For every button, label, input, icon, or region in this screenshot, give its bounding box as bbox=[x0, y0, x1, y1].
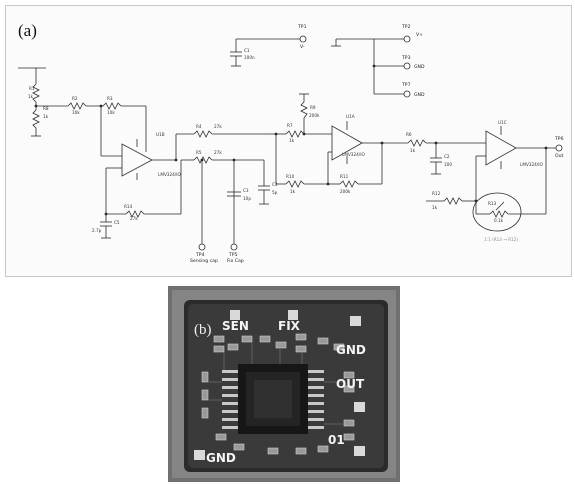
tp4-point bbox=[198, 243, 206, 251]
r1-value: 1k bbox=[28, 94, 34, 99]
r9-value: 200k bbox=[309, 113, 320, 118]
tp2-id: TP2 bbox=[401, 24, 411, 30]
pcb-photo-panel: (b) SEN FIX GND OUT GND 01 bbox=[168, 286, 400, 482]
panel-b-label: (b) bbox=[194, 322, 212, 338]
tp1-name: V- bbox=[300, 44, 305, 50]
tp4-name: Sensing cap bbox=[190, 258, 218, 264]
r9-ref: R9 bbox=[310, 105, 316, 110]
r8-ref: R8 bbox=[43, 106, 49, 111]
r6-value: 1k bbox=[410, 148, 416, 153]
r12-ref: R12 bbox=[432, 191, 441, 196]
r13-value: 0.1k bbox=[494, 218, 504, 223]
r11-value: 200k bbox=[340, 189, 351, 194]
board-number-label: 01 bbox=[328, 433, 345, 447]
ic-chip bbox=[222, 364, 324, 434]
tp7-id: TP7 bbox=[401, 82, 411, 88]
c1-ref: C1 bbox=[244, 48, 250, 53]
r7-ref: R7 bbox=[287, 123, 293, 128]
r13-ref: R13 bbox=[488, 201, 497, 206]
c3-value: 10p bbox=[243, 196, 251, 201]
c1-value: 100n bbox=[244, 55, 255, 60]
tp5-id: TP5 bbox=[228, 252, 238, 258]
u1a-ref: U1A bbox=[346, 114, 355, 119]
tp6-name: Out bbox=[555, 153, 564, 159]
tp7-name: GND bbox=[414, 92, 425, 98]
panel-a-label: (a) bbox=[18, 21, 37, 40]
pad-out-label: OUT bbox=[336, 377, 365, 391]
c5-value: 2.7p bbox=[92, 228, 102, 233]
tp3-name: GND bbox=[414, 64, 425, 70]
u1a-part: LMV324/IO bbox=[342, 152, 365, 157]
c4-ref: C4 bbox=[272, 182, 278, 187]
pcb-photo: (b) SEN FIX GND OUT GND 01 bbox=[168, 286, 400, 482]
r2-ref: R2 bbox=[72, 96, 78, 101]
c2-value: 100 bbox=[444, 162, 452, 167]
tp3-point bbox=[403, 62, 411, 70]
tp2-point bbox=[403, 35, 411, 43]
schematic-diagram: (a) TP1 V- TP2 V+ TP3 GND TP7 GND TP4 Se… bbox=[18, 21, 564, 264]
tp6-point bbox=[555, 144, 563, 152]
c4-value: 5p bbox=[272, 190, 278, 195]
tp6-id: TP6 bbox=[554, 136, 564, 142]
tp1-id: TP1 bbox=[297, 24, 307, 30]
r1-ref: R1 bbox=[29, 86, 35, 91]
c5-ref: C5 bbox=[114, 220, 120, 225]
r12-value: 1k bbox=[432, 205, 438, 210]
r14-ref: R14 bbox=[124, 204, 133, 209]
tp7-point bbox=[403, 90, 411, 98]
pad-sen-label: SEN bbox=[222, 319, 249, 333]
r14-value: 27k bbox=[130, 216, 138, 221]
tp5-name: Fix Cap bbox=[227, 258, 244, 264]
tp5-point bbox=[230, 243, 238, 251]
r7-value: 1k bbox=[289, 138, 295, 143]
schematic-panel: (a) TP1 V- TP2 V+ TP3 GND TP7 GND TP4 Se… bbox=[5, 5, 572, 277]
r4-value: 27k bbox=[214, 124, 222, 129]
r5-value: 27k bbox=[214, 150, 222, 155]
r6-ref: R6 bbox=[406, 132, 412, 137]
tp3-id: TP3 bbox=[401, 55, 411, 61]
r2-value: 10k bbox=[72, 110, 80, 115]
u1c-part: LMV324/IO bbox=[520, 162, 543, 167]
u1b-ref: U1B bbox=[156, 132, 165, 137]
pad-gnd-bottom-label: GND bbox=[206, 451, 236, 465]
r10-value: 1k bbox=[290, 189, 296, 194]
tp1-point bbox=[299, 35, 307, 43]
pad-gnd-top-label: GND bbox=[336, 343, 366, 357]
c2-ref: C2 bbox=[444, 154, 450, 159]
r8-value: 1k bbox=[43, 114, 49, 119]
pad-fix-label: FIX bbox=[278, 319, 301, 333]
r11-ref: R11 bbox=[340, 174, 349, 179]
tp2-name: V+ bbox=[416, 32, 423, 38]
r3-value: 10k bbox=[107, 110, 115, 115]
r3-ref: R3 bbox=[107, 96, 113, 101]
u1c-ref: U1C bbox=[498, 120, 507, 125]
tp4-id: TP4 bbox=[195, 252, 205, 258]
u1b-part: LMV324/IO bbox=[158, 172, 181, 177]
r4-ref: R4 bbox=[196, 124, 202, 129]
c3-ref: C3 bbox=[243, 188, 249, 193]
r13-annotation: 1:1 (R13 → R12) bbox=[484, 237, 518, 242]
r5-ref: R5 bbox=[196, 150, 202, 155]
r10-ref: R10 bbox=[286, 174, 295, 179]
